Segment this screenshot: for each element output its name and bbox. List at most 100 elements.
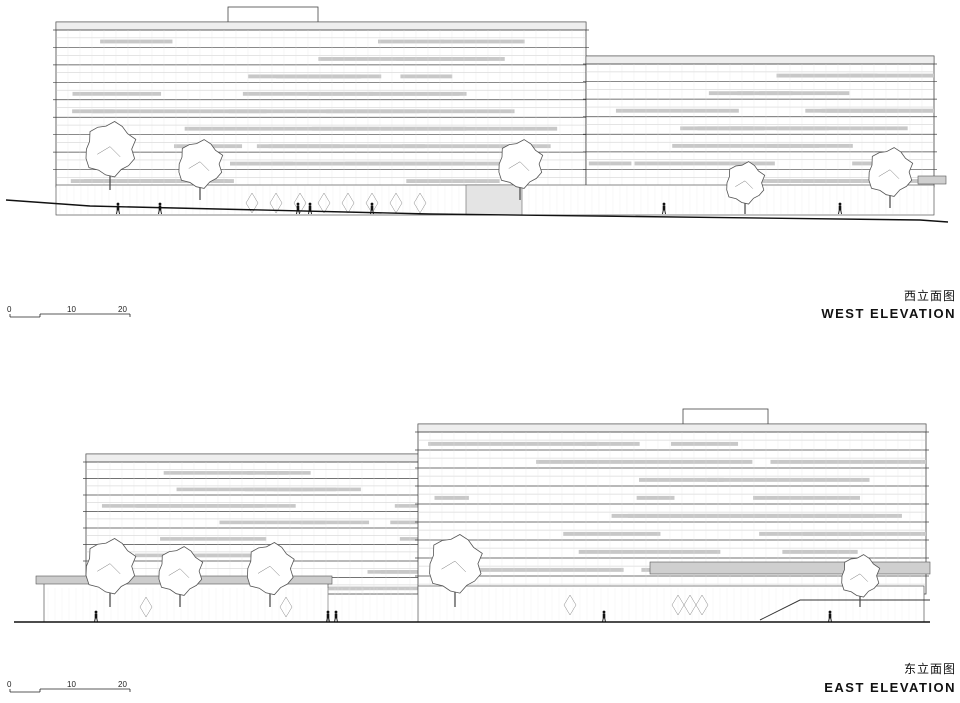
person-head <box>296 202 300 206</box>
roof-screen <box>585 55 935 65</box>
person-leg <box>828 618 830 623</box>
louver-strip <box>367 570 464 574</box>
scale-bar <box>9 313 131 318</box>
east-scale-tick-20: 20 <box>118 680 127 689</box>
person-head <box>838 202 842 206</box>
glazing-pattern <box>317 192 331 214</box>
entrance-block <box>465 184 523 216</box>
building-block <box>53 21 589 188</box>
louver-strip <box>764 143 853 148</box>
person-head <box>94 610 98 614</box>
person-body <box>94 613 98 619</box>
glazing-pattern <box>293 192 307 214</box>
tree-canopy <box>85 121 137 178</box>
west-elevation <box>5 6 949 223</box>
louver-strip <box>311 126 467 131</box>
louver-strip <box>592 459 753 464</box>
roof-penthouse <box>227 6 319 24</box>
scale-bar <box>9 688 131 693</box>
person-leg <box>116 210 118 215</box>
person-body <box>828 613 832 619</box>
louver-strip <box>759 531 926 536</box>
person-body <box>334 613 338 619</box>
person-figure <box>308 202 312 215</box>
louver-strip <box>737 91 850 96</box>
person-body <box>116 205 120 211</box>
tree-canopy <box>841 554 881 598</box>
west-scale-tick-10: 10 <box>67 305 76 314</box>
roof-penthouse <box>682 408 769 426</box>
louver-strip <box>101 504 263 508</box>
tree <box>85 538 137 607</box>
glazing-pattern <box>563 594 577 616</box>
ground-line <box>5 199 949 223</box>
tree-branch <box>257 565 280 576</box>
tree-canopy <box>158 546 204 596</box>
person-head <box>602 610 606 614</box>
louver-strip <box>708 477 870 482</box>
louver-strip <box>578 549 721 554</box>
person-body <box>326 613 330 619</box>
person-leg <box>158 210 160 215</box>
tree-branch <box>850 573 868 582</box>
louver-strip <box>782 549 858 554</box>
louver-strip <box>728 126 765 131</box>
louver-strip <box>303 74 382 79</box>
east-title-en: EAST ELEVATION <box>824 680 956 695</box>
louver-strip <box>639 477 724 482</box>
person-head <box>334 610 338 614</box>
tree-branch <box>97 563 121 575</box>
tree <box>498 139 544 200</box>
person-leg <box>298 210 300 215</box>
louver-strip <box>402 144 551 149</box>
louver-strip <box>634 161 775 166</box>
person-figure <box>326 610 330 623</box>
tree <box>868 147 914 208</box>
louver-strip <box>406 179 500 183</box>
tree <box>429 534 483 607</box>
canopy <box>917 175 947 185</box>
louver-strip <box>776 73 878 78</box>
louver-strip <box>776 126 908 131</box>
east-scale-tick-0: 0 <box>7 680 12 689</box>
louver-strip <box>753 495 861 500</box>
louver-strip <box>708 91 754 96</box>
person-figure <box>662 202 666 215</box>
person-leg <box>118 210 120 215</box>
west-title-en: WEST ELEVATION <box>821 306 956 321</box>
louver-strip <box>400 74 453 79</box>
person-leg <box>840 210 842 215</box>
louver-strip <box>318 57 505 61</box>
louver-strip <box>72 91 162 96</box>
tree <box>246 542 295 607</box>
person-leg <box>664 210 666 215</box>
louver-strip <box>672 143 793 148</box>
glazing-pattern <box>279 596 293 618</box>
person-body <box>662 205 666 211</box>
louver-strip <box>230 161 293 166</box>
tree-branch <box>735 180 753 189</box>
louver-strip <box>805 108 934 113</box>
louver-strip <box>100 39 173 44</box>
louver-strip <box>163 471 256 475</box>
tree-canopy <box>868 147 914 197</box>
louver-strip <box>247 471 289 475</box>
tree <box>178 139 224 200</box>
person-leg <box>326 618 328 623</box>
glazing-pattern <box>413 192 427 214</box>
glazing-pattern <box>245 192 259 214</box>
louver-strip <box>615 108 739 113</box>
louver-strip <box>378 39 445 44</box>
louver-strip <box>563 531 661 536</box>
person-head <box>116 202 120 206</box>
tree-canopy <box>726 161 766 205</box>
tree <box>158 546 204 607</box>
glazing-pattern <box>139 596 153 618</box>
louver-strip <box>268 144 340 149</box>
person-figure <box>94 610 98 623</box>
person-body <box>838 205 842 211</box>
louver-strip <box>778 179 893 183</box>
louver-strip <box>299 520 370 525</box>
tree-branch <box>878 169 900 179</box>
